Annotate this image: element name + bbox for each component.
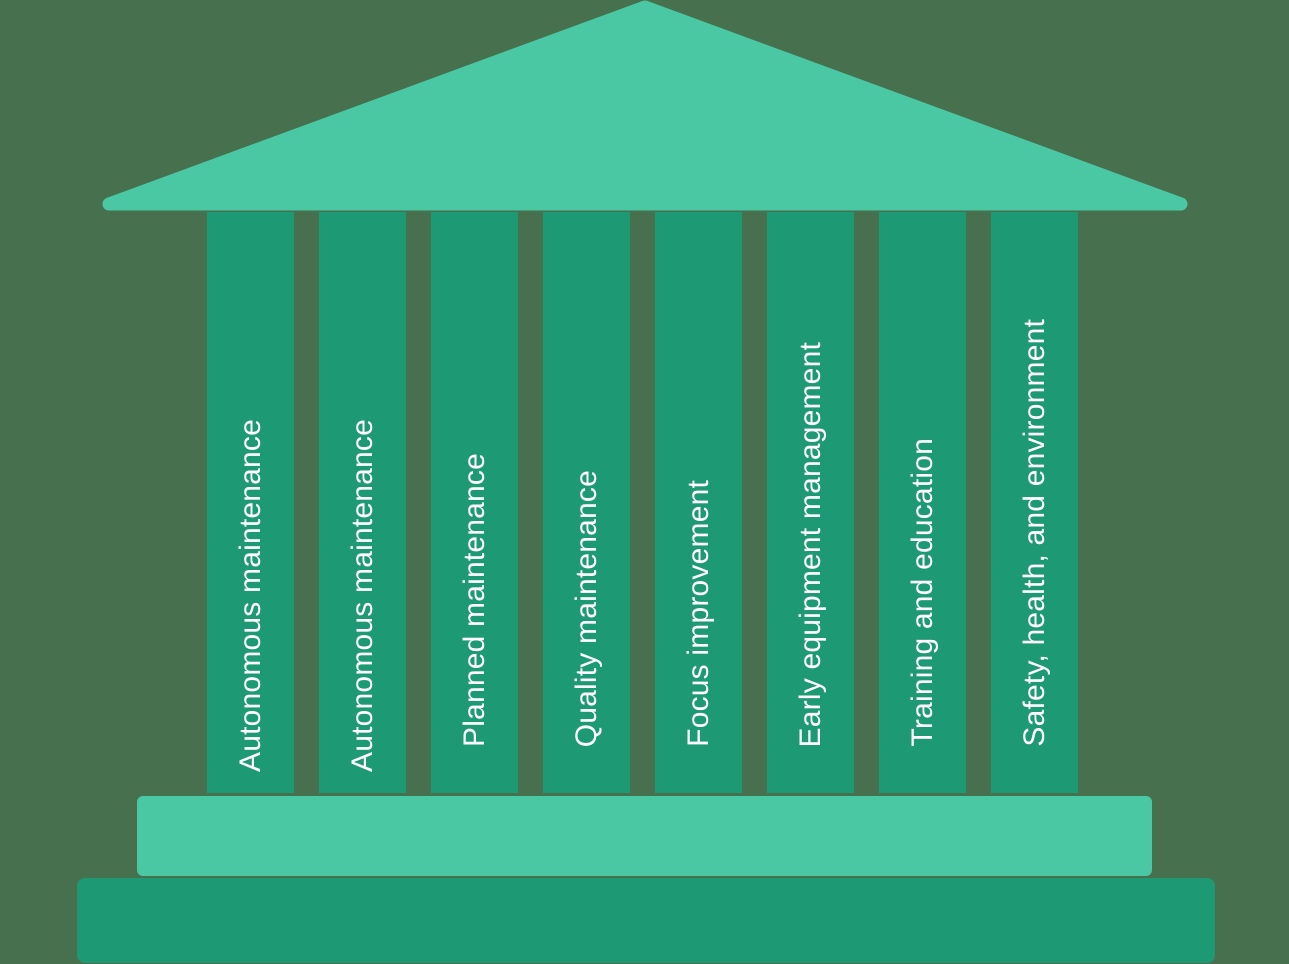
pillars-row: Autonomous maintenance Autonomous mainte…: [207, 212, 1078, 793]
roof: [102, 0, 1188, 211]
pillar-label: Training and education: [905, 438, 939, 747]
pillar-label: Autonomous maintenance: [233, 419, 267, 772]
roof-triangle: [102, 0, 1188, 211]
pillar-early-equipment-management: Early equipment management: [767, 212, 854, 793]
pillar-training-and-education: Training and education: [879, 212, 966, 793]
pillar-label: Quality maintenance: [569, 469, 603, 747]
pillar-autonomous-maintenance-2: Autonomous maintenance: [319, 212, 406, 793]
pillar-label: Autonomous maintenance: [345, 419, 379, 772]
pillar-planned-maintenance: Planned maintenance: [431, 212, 518, 793]
pillar-focus-improvement: Focus improvement: [655, 212, 742, 793]
pillar-autonomous-maintenance-1: Autonomous maintenance: [207, 212, 294, 793]
pillar-label: Safety, health, and environment: [1017, 319, 1051, 747]
pillar-label: Early equipment management: [793, 341, 827, 747]
pillar-safety-health-environment: Safety, health, and environment: [991, 212, 1078, 793]
pillar-label: Planned maintenance: [457, 452, 491, 747]
upper-base: [137, 796, 1152, 876]
pillar-label: Focus improvement: [681, 480, 715, 747]
lower-base: [77, 878, 1215, 963]
pillar-quality-maintenance: Quality maintenance: [543, 212, 630, 793]
